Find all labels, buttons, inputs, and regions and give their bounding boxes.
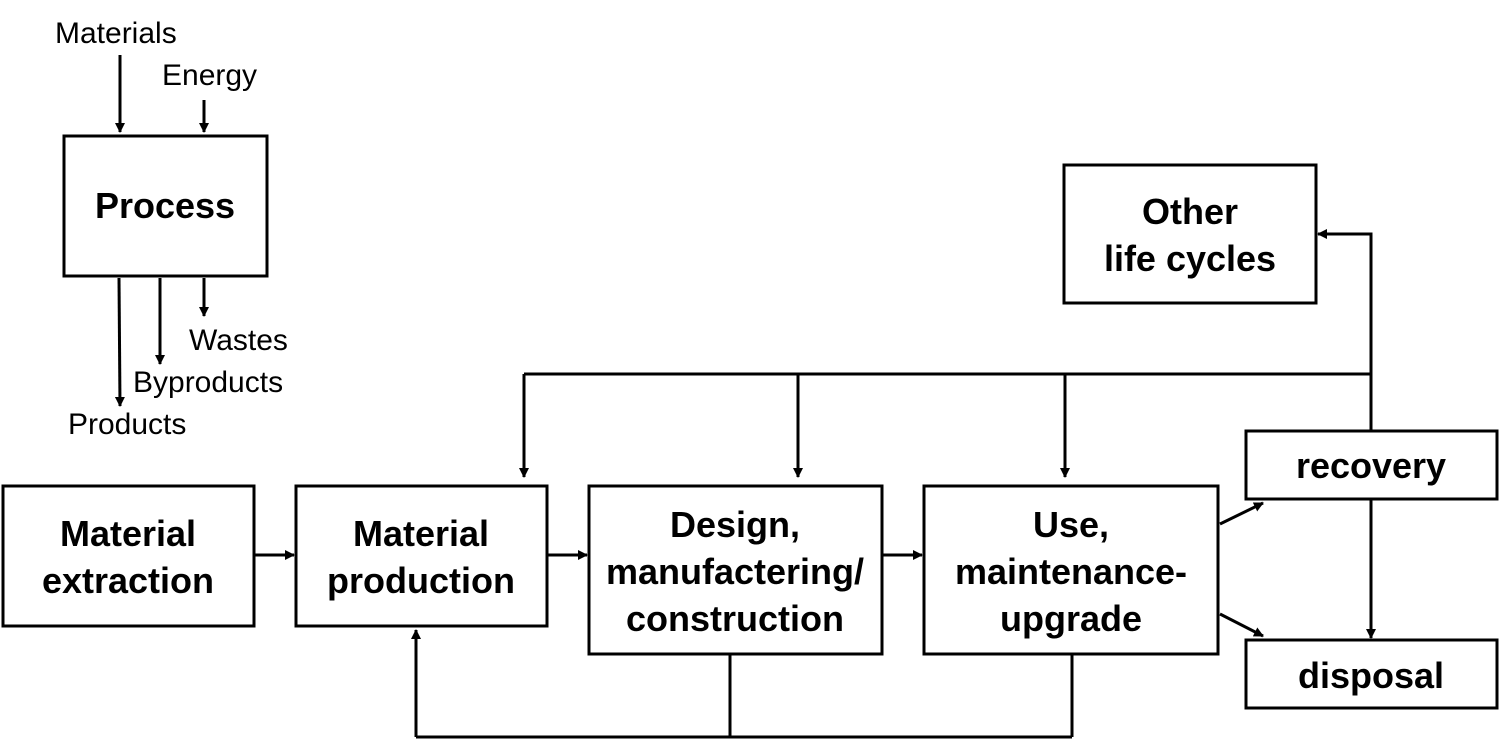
process-box [62,134,269,278]
other-life-cycles-label-line1: Other [1142,191,1238,232]
products-output-arrow [114,277,125,407]
stage-disposal: disposal [1244,638,1499,710]
wastes-label: Wastes [189,324,288,357]
stage-design: Design, manufactering/ construction [587,484,884,656]
use-to-recovery-arrow [1219,501,1264,526]
design-label-line1: Design, [670,504,800,545]
process-title: Process [95,185,235,226]
material-extraction-label-line2: extraction [42,560,214,601]
material-production-label-line2: production [327,560,515,601]
use-label-line1: Use, [1033,504,1109,545]
disposal-box [1244,638,1499,710]
recovery-label: recovery [1296,445,1446,486]
material-extraction-box [1,484,256,628]
design-label-line2: manufactering/ [606,551,864,592]
stage-material-production: Material production [294,484,549,628]
recovery-to-other-life-cycles-arrow [1317,229,1373,431]
byproducts-label: Byproducts [133,366,283,399]
material-production-box [294,484,549,628]
use-label-line2: maintenance- [955,551,1187,592]
stage-material-extraction: Material extraction [1,484,256,628]
other-life-cycles-label-line2: life cycles [1104,238,1276,279]
disposal-label: disposal [1298,655,1444,696]
use-box [922,484,1220,656]
design-box [587,484,884,656]
energy-label: Energy [162,59,257,92]
use-label-line3: upgrade [1000,598,1142,639]
stage-recovery: recovery [1244,429,1499,501]
recovery-box [1244,429,1499,501]
use-to-disposal-arrow [1219,612,1264,638]
other-life-cycles-box [1062,163,1318,305]
materials-label: Materials [55,17,177,50]
material-extraction-label-line1: Material [60,513,196,554]
stage-other-life-cycles: Other life cycles [1062,163,1318,305]
products-label: Products [68,408,186,441]
material-production-label-line1: Material [353,513,489,554]
process-legend: Process Materials Energy Wastes Byproduc… [55,17,288,441]
stage-use: Use, maintenance- upgrade [922,484,1220,656]
design-label-line3: construction [626,598,844,639]
